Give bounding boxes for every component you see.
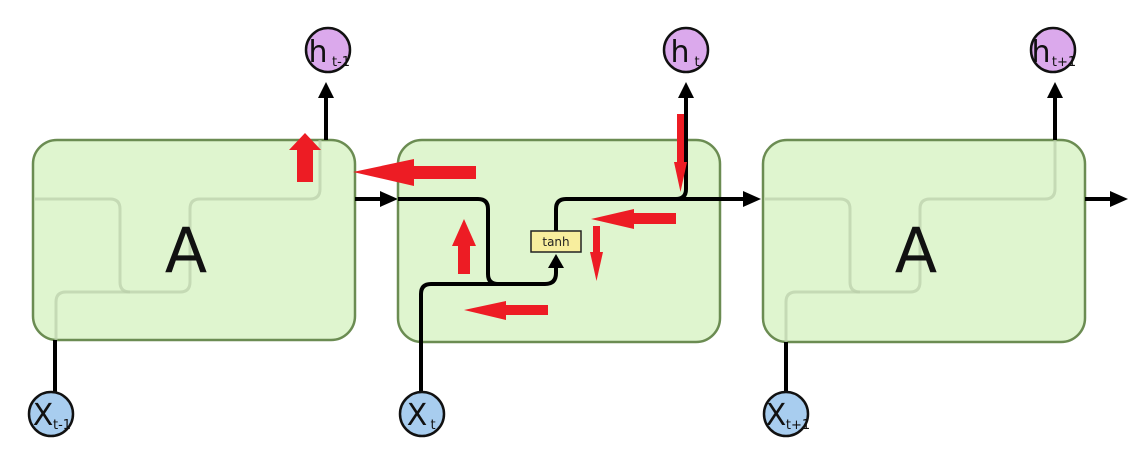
middle-recurrent-wire	[398, 197, 558, 286]
tanh-activation: tanh	[530, 230, 582, 253]
gradient-arrow-down-mid	[590, 226, 603, 281]
tanh-input-arrowhead	[548, 254, 564, 268]
state-arrowhead-left-mid	[380, 191, 398, 207]
middle-output-wire	[554, 197, 745, 231]
middle-input-wire	[419, 282, 500, 392]
cell-left-ghost-wire	[35, 140, 322, 294]
tanh-box	[530, 230, 582, 253]
gradient-arrow-left-bottom	[464, 301, 548, 320]
x-right-base: X	[766, 398, 787, 433]
tanh-label: tanh	[542, 235, 569, 249]
h-circle-left	[304, 26, 352, 74]
output-arrowhead-middle	[678, 82, 694, 98]
gradient-arrow-up-mid	[452, 219, 476, 274]
middle-output-up-wire	[675, 96, 688, 201]
cell-left-ghost-input	[54, 290, 130, 340]
h-circle-right	[1029, 26, 1077, 74]
gradient-arrow-left-between	[353, 159, 476, 186]
output-arrowhead-right	[1047, 82, 1063, 98]
x-circle-right	[762, 390, 810, 438]
h-middle-base: h	[670, 35, 689, 70]
input-x-t-plus-1: X t+1	[762, 390, 810, 438]
gradient-arrows	[289, 114, 687, 320]
h-right-base: h	[1031, 35, 1050, 70]
input-x-t-minus-1: X t-1	[27, 390, 75, 438]
x-circle-middle	[398, 390, 446, 438]
input-x-t: X t	[398, 390, 446, 438]
cell-right-ghost-wire	[765, 140, 1057, 294]
h-left-sub: t-1	[332, 55, 350, 70]
gradient-arrow-left-mid	[591, 209, 676, 229]
cell-left: A	[31, 138, 357, 342]
output-h-t-plus-1: h t+1	[1029, 26, 1077, 74]
gradient-arrow-down-output	[674, 114, 687, 192]
cell-left-box	[31, 138, 357, 342]
cell-right: A	[761, 138, 1087, 344]
x-middle-base: X	[407, 398, 428, 433]
cell-left-label: A	[165, 214, 207, 287]
x-middle-sub: t	[430, 418, 435, 433]
h-circle-middle	[662, 26, 710, 74]
h-left-base: h	[308, 35, 327, 70]
gradient-arrow-up-left-cell	[289, 133, 321, 182]
h-middle-sub: t	[694, 55, 699, 70]
x-circle-left	[27, 390, 75, 438]
output-h-t-minus-1: h t-1	[304, 26, 352, 74]
state-arrowhead-mid-right	[743, 191, 761, 207]
x-right-sub: t+1	[786, 418, 810, 433]
cell-right-ghost-input	[784, 290, 860, 342]
output-arrowhead-left	[318, 82, 334, 98]
state-arrowhead-out	[1110, 191, 1128, 207]
h-right-sub: t+1	[1052, 55, 1076, 70]
cell-right-label: A	[895, 214, 937, 287]
output-h-t: h t	[662, 26, 710, 74]
x-left-base: X	[33, 398, 54, 433]
x-left-sub: t-1	[53, 418, 71, 433]
